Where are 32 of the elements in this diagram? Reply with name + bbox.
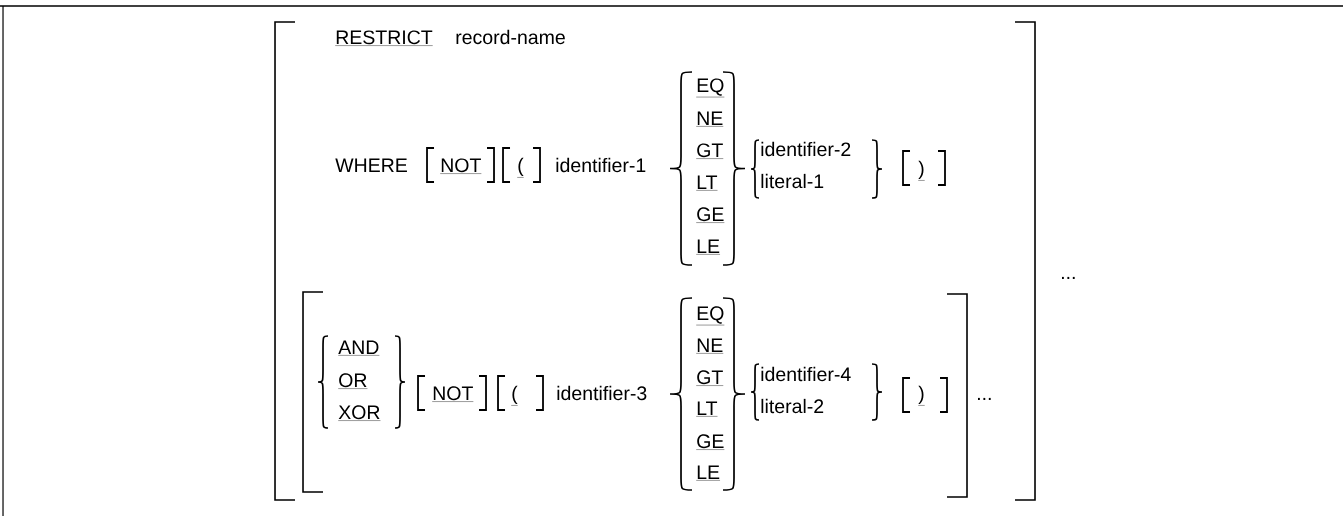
ellipsis: ... [1062,276,1075,279]
keyword: LT [696,175,718,191]
syntax-term: literal-2 [761,398,824,414]
keyword: WHERE [335,158,407,172]
keyword: GE [696,434,725,450]
keyword: GT [696,370,724,386]
keyword: LE [696,465,721,481]
parenthesis: ) [918,160,925,181]
keyword: GE [696,207,725,223]
keyword: EQ [696,78,725,98]
keyword: LT [696,401,718,417]
syntax-term: literal-1 [761,173,824,189]
parenthesis: ( [517,157,524,178]
keyword: NOT [440,158,482,174]
keyword: RESTRICT [335,30,433,46]
keyword: XOR [338,405,381,421]
keyword: NE [696,338,724,354]
syntax-term: identifier-2 [761,141,851,157]
keyword: EQ [696,306,725,326]
keyword: NE [696,111,724,127]
keyword: AND [338,340,380,356]
syntax-term: identifier-3 [557,385,647,401]
syntax-term: identifier-4 [761,366,851,382]
keyword: LE [696,239,721,255]
syntax-term: record-name [456,29,565,45]
keyword: OR [338,373,368,389]
keyword: GT [696,143,724,159]
ellipsis: ... [978,397,991,400]
syntax-term: identifier-1 [556,157,646,173]
parenthesis: ( [511,385,518,406]
keyword: NOT [432,386,474,402]
parenthesis: ) [918,385,925,406]
